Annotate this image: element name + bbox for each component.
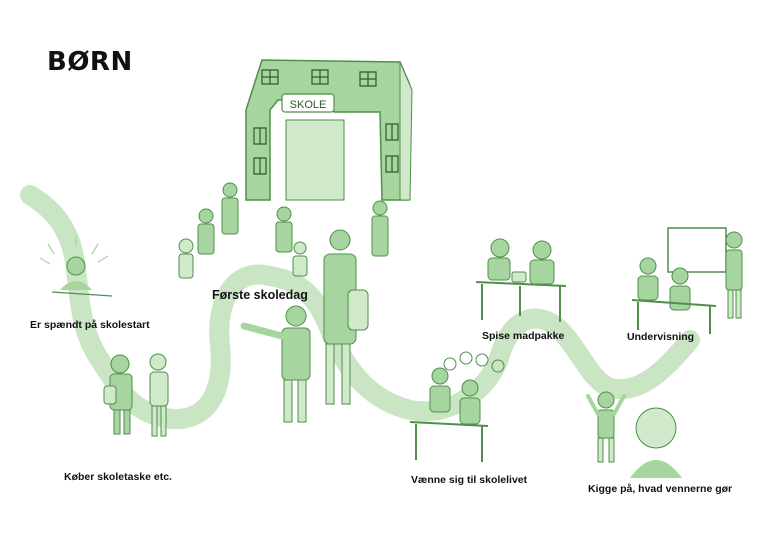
building-side: [399, 61, 413, 201]
illustration-packed-lunch: [475, 238, 567, 322]
illustration-school-life: [409, 351, 505, 462]
stage-label-watching-friends: Kigge på, hvad vennerne gør: [588, 483, 733, 495]
school-building: SKOLE: [245, 59, 413, 201]
illustration-teaching: [631, 227, 743, 334]
stage-label-first-school-day: Første skoledag: [212, 288, 308, 302]
stage-label-school-life: Vænne sig til skolelivet: [411, 474, 528, 486]
building-sign-text: SKOLE: [290, 99, 327, 111]
stage-label-teaching: Undervisning: [627, 331, 695, 343]
illustration-buying-schoolbag: [103, 353, 169, 437]
illustration-watching-friends: [586, 391, 682, 478]
journey-path: [20, 185, 700, 429]
stage-label-excited: Er spændt på skolestart: [30, 319, 150, 331]
building-windows: [253, 69, 399, 175]
page-title: BØRN: [47, 47, 133, 77]
illustration-first-school-day: [178, 182, 389, 423]
stage-label-buying-schoolbag: Køber skoletaske etc.: [64, 471, 172, 483]
illustration-excited-child: [39, 236, 113, 297]
building-door-frame: [285, 119, 345, 201]
building-sign-board: [281, 93, 335, 113]
stage-label-packed-lunch: Spise madpakke: [482, 330, 565, 342]
